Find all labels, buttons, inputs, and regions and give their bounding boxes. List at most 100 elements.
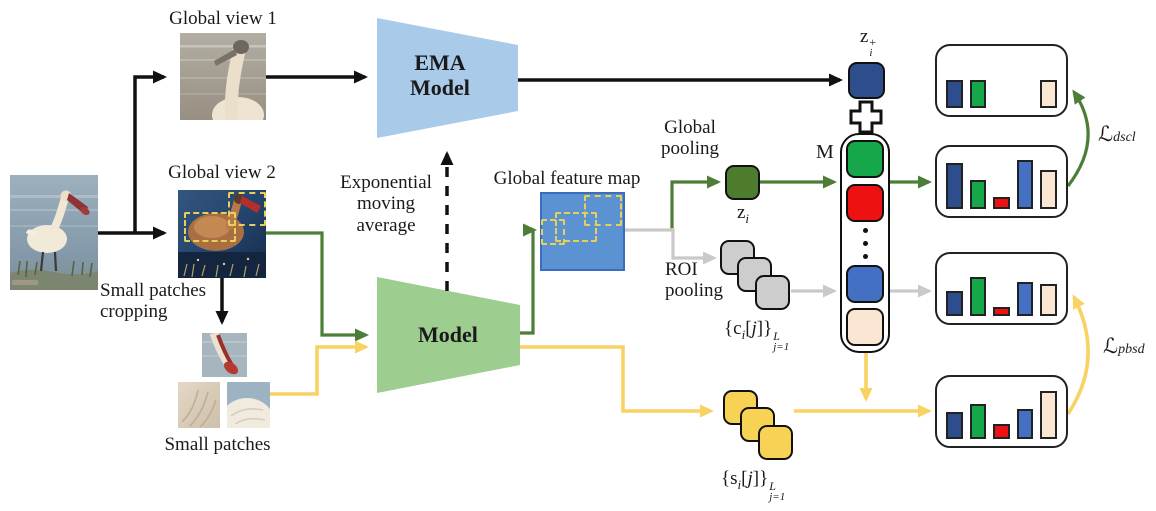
arrow-featuremap-to-roipool (671, 228, 717, 265)
global-view-1-label: Global view 1 (169, 8, 277, 29)
z-plus-sub: i (869, 47, 873, 59)
z-plus-label: z+i (846, 26, 890, 59)
bar-cream (1040, 391, 1057, 439)
roi-bars (946, 277, 1057, 316)
arrow-loss-pbsd-curve (1066, 294, 1090, 415)
target-distribution-box (935, 44, 1068, 117)
bar-red (993, 424, 1010, 439)
s-brc: ]} (752, 468, 769, 489)
memory-cell-green (846, 140, 884, 178)
s-bro: [ (741, 468, 748, 489)
arrow-view2-to-model (266, 231, 369, 342)
bar-cream (1040, 80, 1057, 108)
memory-ellipsis (862, 227, 868, 259)
source-image (10, 175, 98, 290)
feature-crop-box-3 (541, 219, 565, 245)
z-base: z (736, 202, 746, 223)
z-plus-sup: + (869, 35, 877, 49)
s-index: j (747, 468, 753, 489)
bar-cream (1040, 170, 1057, 209)
patch-token-2 (740, 407, 775, 442)
bar-red (993, 197, 1010, 209)
bar-cream (1040, 284, 1057, 316)
bar-green (969, 277, 987, 316)
s-sup: L (769, 479, 776, 493)
roi-token-3 (755, 275, 790, 310)
global-distribution-box (935, 145, 1068, 218)
bar-blue (1016, 160, 1034, 209)
bar-green (969, 80, 987, 108)
feature-crop-box-2 (555, 212, 597, 242)
s-open: { (721, 468, 731, 489)
s-sub: i (737, 476, 742, 492)
memory-cell-red (846, 183, 884, 222)
memory-cell-blue (846, 264, 884, 303)
bar-navy (946, 412, 963, 439)
arrow-patches-to-model (270, 340, 369, 396)
c-index: j (751, 318, 757, 339)
patch-distribution-box (935, 375, 1068, 448)
small-patches-cropping-label: Small patches cropping (100, 280, 207, 323)
roi-pooling-label: ROI pooling (665, 259, 724, 302)
loss-pbsd-label: ℒpbsd (1103, 334, 1145, 359)
s-letter: s (730, 468, 738, 489)
bar-blue (1016, 409, 1034, 439)
ema-model-trapezoid (377, 18, 518, 138)
arrow-source-to-view1 (133, 70, 167, 233)
bar-navy (946, 163, 963, 209)
z-plus-token (848, 62, 885, 99)
bar-green (969, 404, 987, 439)
arrow-featuremap-to-globalpool (670, 175, 721, 229)
patch-token-3 (758, 425, 793, 460)
memory-bank (840, 133, 890, 353)
small-patch-2 (178, 382, 220, 428)
crop-box-2 (184, 212, 236, 242)
bar-green (969, 180, 987, 209)
arrow-loss-dscl-curve (1066, 89, 1090, 187)
arrow-model-to-stokens (520, 345, 714, 418)
z-global-token (725, 165, 760, 200)
c-letter: c (733, 318, 742, 339)
ema-model-label: EMA Model (410, 50, 470, 101)
target-bars (946, 80, 1057, 108)
arrow-model-to-featuremap (520, 223, 537, 335)
z-global-label: zi (725, 202, 761, 227)
patch-bars (946, 391, 1057, 439)
bar-blue (1016, 282, 1034, 316)
global-feature-map (540, 192, 625, 271)
c-bro: [ (745, 318, 752, 339)
c-limit: j=1 (773, 341, 790, 353)
loss-pbsd-base: ℒ (1103, 334, 1119, 358)
bar-navy (946, 80, 963, 108)
roi-distribution-box (935, 252, 1068, 325)
c-sub: i (741, 326, 746, 342)
bar-navy (946, 291, 963, 316)
feature-crop-box-1 (584, 195, 622, 226)
memory-label: M (816, 141, 834, 163)
crop-box-1 (228, 192, 266, 226)
global-view-2-label: Global view 2 (168, 162, 276, 183)
global-view-1-image (180, 33, 266, 120)
z-sub: i (745, 210, 750, 226)
loss-pbsd-sub: pbsd (1118, 342, 1145, 357)
c-sup: L (773, 329, 780, 343)
small-patch-1 (202, 333, 247, 377)
loss-dscl-sub: dscl (1113, 130, 1136, 145)
loss-dscl-base: ℒ (1098, 122, 1114, 146)
global-pooling-label: Global pooling (660, 117, 720, 160)
plus-icon (849, 100, 883, 134)
small-patch-3 (227, 382, 270, 428)
s-limit: j=1 (769, 491, 786, 503)
global-bars (946, 160, 1057, 209)
z-plus-base: z (859, 26, 869, 47)
small-patches-label: Small patches (164, 434, 271, 455)
c-brc: ]} (756, 318, 773, 339)
c-open: { (724, 318, 734, 339)
model-trapezoid (377, 277, 520, 393)
loss-dscl-label: ℒdscl (1098, 122, 1136, 147)
ema-note-label: Exponential moving average (340, 172, 432, 236)
model-label: Model (418, 322, 478, 347)
